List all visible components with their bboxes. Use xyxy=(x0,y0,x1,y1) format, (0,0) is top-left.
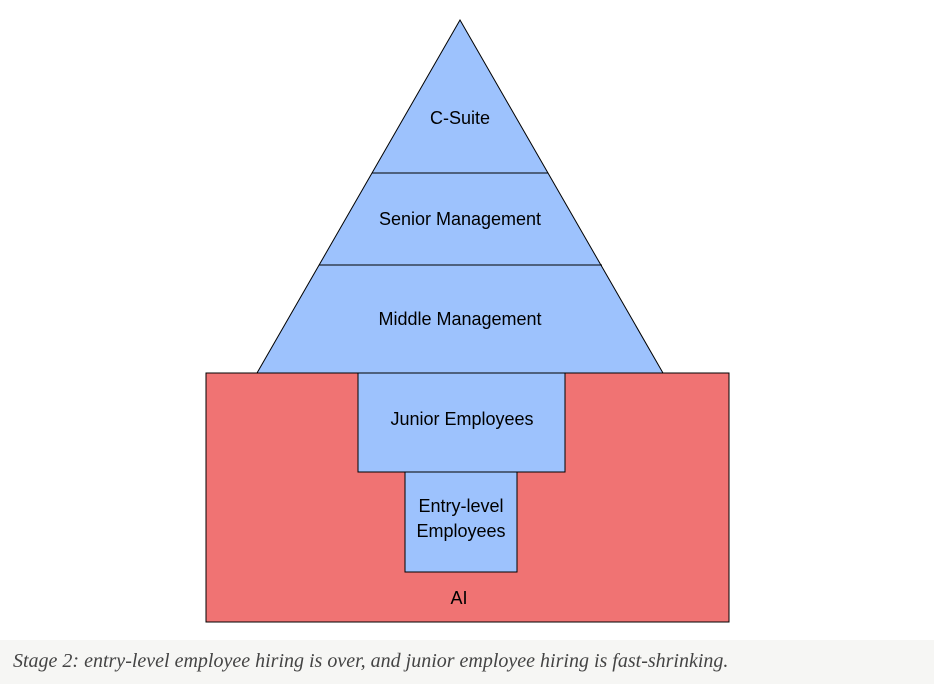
label-c-suite: C-Suite xyxy=(430,108,490,128)
label-entry-level-line2: Employees xyxy=(416,521,505,541)
label-senior-management: Senior Management xyxy=(379,209,541,229)
caption-area: Stage 2: entry-level employee hiring is … xyxy=(0,640,934,684)
label-entry-level-line1: Entry-level xyxy=(418,496,503,516)
label-ai: AI xyxy=(450,588,467,608)
hiring-pyramid-diagram: C-Suite Senior Management Middle Managem… xyxy=(205,18,730,623)
label-junior-employees: Junior Employees xyxy=(390,409,533,429)
label-middle-management: Middle Management xyxy=(378,309,541,329)
figure-caption: Stage 2: entry-level employee hiring is … xyxy=(13,650,729,672)
entry-level-block xyxy=(404,471,518,573)
